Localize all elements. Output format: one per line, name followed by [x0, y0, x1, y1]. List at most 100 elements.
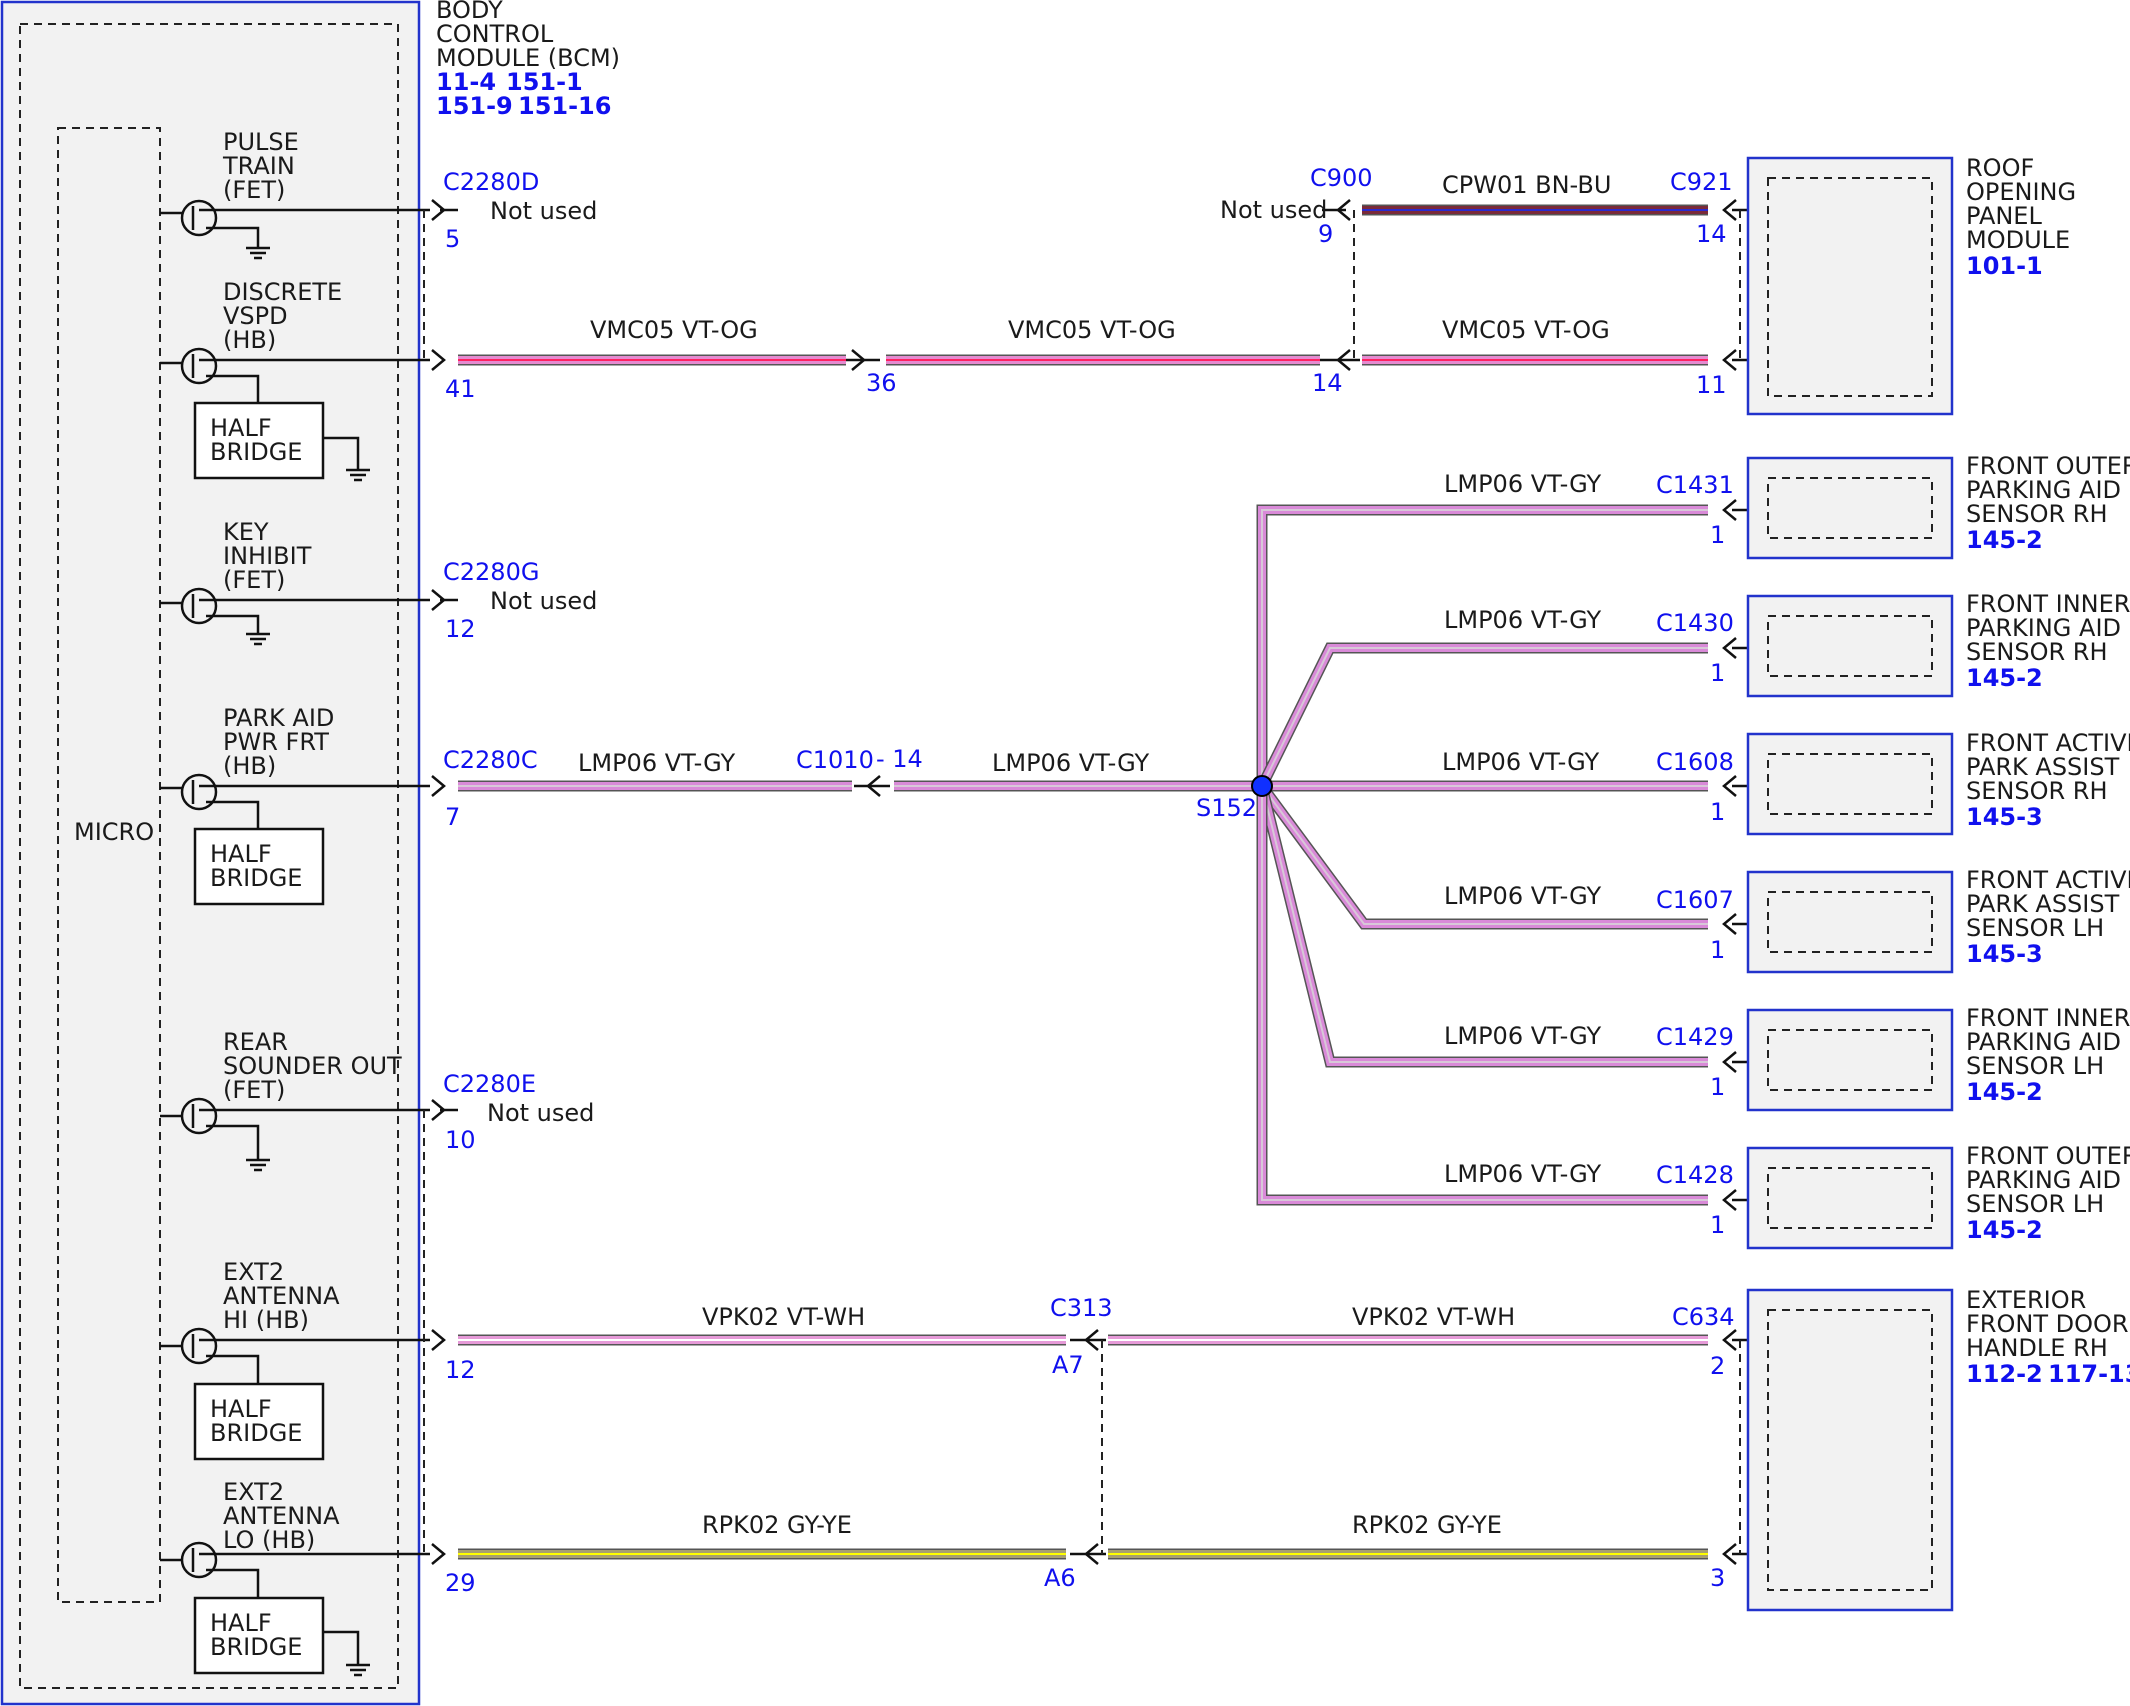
- pin-label: (FET): [223, 1076, 285, 1104]
- wire-label-lmp06: LMP06 VT-GY: [992, 749, 1150, 777]
- pin-rear-sounder-out: REAR SOUNDER OUT (FET): [160, 1028, 430, 1172]
- connector-c2280e[interactable]: C2280E: [443, 1070, 536, 1098]
- wires: [458, 204, 1708, 1560]
- bcm-connector-arrows: [431, 199, 458, 1565]
- half-bridge-label: BRIDGE: [210, 1419, 302, 1447]
- connector-c1607[interactable]: C1607: [1656, 886, 1734, 914]
- module-exterior-front-door-handle-rh[interactable]: EXTERIOR FRONT DOOR HANDLE RH 112-2 117-…: [1746, 1286, 2130, 1612]
- pin-label: PWR FRT: [223, 728, 329, 756]
- module-front-inner-parking-aid-sensor-rh[interactable]: FRONT INNER PARKING AID SENSOR RH 145-2: [1746, 590, 2130, 698]
- bcm-ref-151-16[interactable]: 151-16: [518, 92, 611, 120]
- pin-label: PULSE: [223, 128, 299, 156]
- half-bridge-label: BRIDGE: [210, 438, 302, 466]
- half-bridge-label: HALF: [210, 1395, 272, 1423]
- connector-c1608[interactable]: C1608: [1656, 748, 1734, 776]
- half-bridge-box: [193, 1596, 325, 1675]
- pin-label: EXT2: [223, 1478, 284, 1506]
- module-name: PARK ASSIST: [1966, 753, 2120, 781]
- transistor-icon: [180, 587, 218, 625]
- pin-label: KEY: [223, 518, 269, 546]
- pin-park-aid-pwr-frt: PARK AID PWR FRT (HB) HALF BRIDGE: [160, 704, 430, 906]
- wire-lmp06-branch-c1428[interactable]: [1258, 786, 1708, 1204]
- connector-c2280g[interactable]: C2280G: [443, 558, 539, 586]
- wire-label-lmp06: LMP06 VT-GY: [1442, 748, 1600, 776]
- module-ref[interactable]: 112-2: [1966, 1360, 2043, 1388]
- wire-label-lmp06: LMP06 VT-GY: [1444, 470, 1602, 498]
- wire-label-lmp06: LMP06 VT-GY: [1444, 1022, 1602, 1050]
- ground-icon: [346, 1663, 370, 1677]
- half-bridge-box: [193, 1382, 325, 1461]
- pin-number: 1: [1710, 1211, 1725, 1239]
- pin-number: 10: [445, 1126, 476, 1154]
- wire-label-vmc05: VMC05 VT-OG: [1008, 316, 1176, 344]
- pin-label: EXT2: [223, 1258, 284, 1286]
- circuit-cpw01: Not used C900 9 CPW01 BN-BU C921 14: [1220, 164, 1768, 248]
- module-front-active-park-assist-sensor-lh[interactable]: FRONT ACTIVE PARK ASSIST SENSOR LH 145-3: [1746, 866, 2130, 974]
- bcm-ref-151-1[interactable]: 151-1: [506, 68, 583, 96]
- pin-number: 41: [445, 375, 476, 403]
- module-ref[interactable]: 145-2: [1966, 1078, 2043, 1106]
- module-ref[interactable]: 145-2: [1966, 664, 2043, 692]
- pin-number: 14: [1312, 369, 1343, 397]
- connector-c921[interactable]: C921: [1670, 168, 1733, 196]
- connector-c634[interactable]: C634: [1672, 1303, 1735, 1331]
- module-name: SENSOR RH: [1966, 638, 2108, 666]
- transistor-icon: [180, 773, 218, 811]
- module-name: SENSOR LH: [1966, 1190, 2104, 1218]
- connector-c1429[interactable]: C1429: [1656, 1023, 1734, 1051]
- pin-number: 12: [445, 615, 476, 643]
- connector-c1428[interactable]: C1428: [1656, 1161, 1734, 1189]
- pin-pulse-train: PULSE TRAIN (FET): [160, 128, 430, 260]
- module-name: SENSOR LH: [1966, 914, 2104, 942]
- ground-icon: [246, 1158, 270, 1172]
- module-ref[interactable]: 117-13: [2048, 1360, 2130, 1388]
- wire-label-vmc05: VMC05 VT-OG: [590, 316, 758, 344]
- connector-c1430[interactable]: C1430: [1656, 609, 1734, 637]
- pin-number: 36: [866, 369, 897, 397]
- connector-c2280d[interactable]: C2280D: [443, 168, 539, 196]
- module-roof-opening-panel[interactable]: ROOF OPENING PANEL MODULE 101-1: [1746, 154, 2076, 416]
- connector-c1431[interactable]: C1431: [1656, 471, 1734, 499]
- micro-block: [57, 127, 161, 1603]
- connector-c313[interactable]: C313: [1050, 1294, 1113, 1322]
- pin-number: A7: [1052, 1351, 1084, 1379]
- module-ref[interactable]: 145-2: [1966, 1216, 2043, 1244]
- half-bridge-label: HALF: [210, 414, 272, 442]
- connector-c900[interactable]: C900: [1310, 164, 1373, 192]
- pin-number: 1: [1710, 659, 1725, 687]
- module-front-outer-parking-aid-sensor-lh[interactable]: FRONT OUTER PARKING AID SENSOR LH 145-2: [1746, 1142, 2130, 1250]
- bcm-ref-151-9[interactable]: 151-9: [436, 92, 513, 120]
- pin-number: 12: [445, 1356, 476, 1384]
- module-ref[interactable]: 145-3: [1966, 803, 2043, 831]
- transistor-icon: [180, 1097, 218, 1135]
- pin-label: DISCRETE: [223, 278, 342, 306]
- micro-label: MICRO: [74, 818, 154, 846]
- pin-label: HI (HB): [223, 1306, 309, 1334]
- module-name: PARKING AID: [1966, 614, 2121, 642]
- connector-c1010-pin: - 14: [876, 745, 923, 773]
- module-ref[interactable]: 145-3: [1966, 940, 2043, 968]
- module-front-inner-parking-aid-sensor-lh[interactable]: FRONT INNER PARKING AID SENSOR LH 145-2: [1746, 1004, 2130, 1112]
- module-ref[interactable]: 145-2: [1966, 526, 2043, 554]
- circuit-lmp06-main: LMP06 VT-GY C1010 - 14 LMP06 VT-GY S152: [578, 745, 1257, 822]
- module-name: FRONT ACTIVE: [1966, 866, 2130, 894]
- wire-label-vpk02: VPK02 VT-WH: [1352, 1303, 1515, 1331]
- circuit-vmc05: VMC05 VT-OG 36 VMC05 VT-OG 14 VMC05 VT-O…: [590, 210, 1768, 399]
- not-used-label: Not used: [487, 1099, 594, 1127]
- module-front-active-park-assist-sensor-rh[interactable]: FRONT ACTIVE PARK ASSIST SENSOR RH 145-3: [1746, 729, 2130, 836]
- module-name: EXTERIOR: [1966, 1286, 2086, 1314]
- module-ref[interactable]: 101-1: [1966, 252, 2043, 280]
- bcm-ref-11-4[interactable]: 11-4: [436, 68, 496, 96]
- module-name: FRONT INNER: [1966, 1004, 2130, 1032]
- pin-ext2-antenna-hi: EXT2 ANTENNA HI (HB) HALF BRIDGE: [160, 1258, 430, 1461]
- pin-number: 2: [1710, 1352, 1725, 1380]
- pin-label: REAR: [223, 1028, 288, 1056]
- module-front-outer-parking-aid-sensor-rh[interactable]: FRONT OUTER PARKING AID SENSOR RH 145-2: [1746, 452, 2130, 560]
- splice-s152[interactable]: S152: [1196, 794, 1257, 822]
- connector-c1010[interactable]: C1010: [796, 746, 874, 774]
- wire-label-lmp06: LMP06 VT-GY: [1444, 606, 1602, 634]
- connector-c2280c[interactable]: C2280C: [443, 746, 538, 774]
- pin-label: (HB): [223, 326, 276, 354]
- splice-s152-dot[interactable]: [1251, 775, 1273, 797]
